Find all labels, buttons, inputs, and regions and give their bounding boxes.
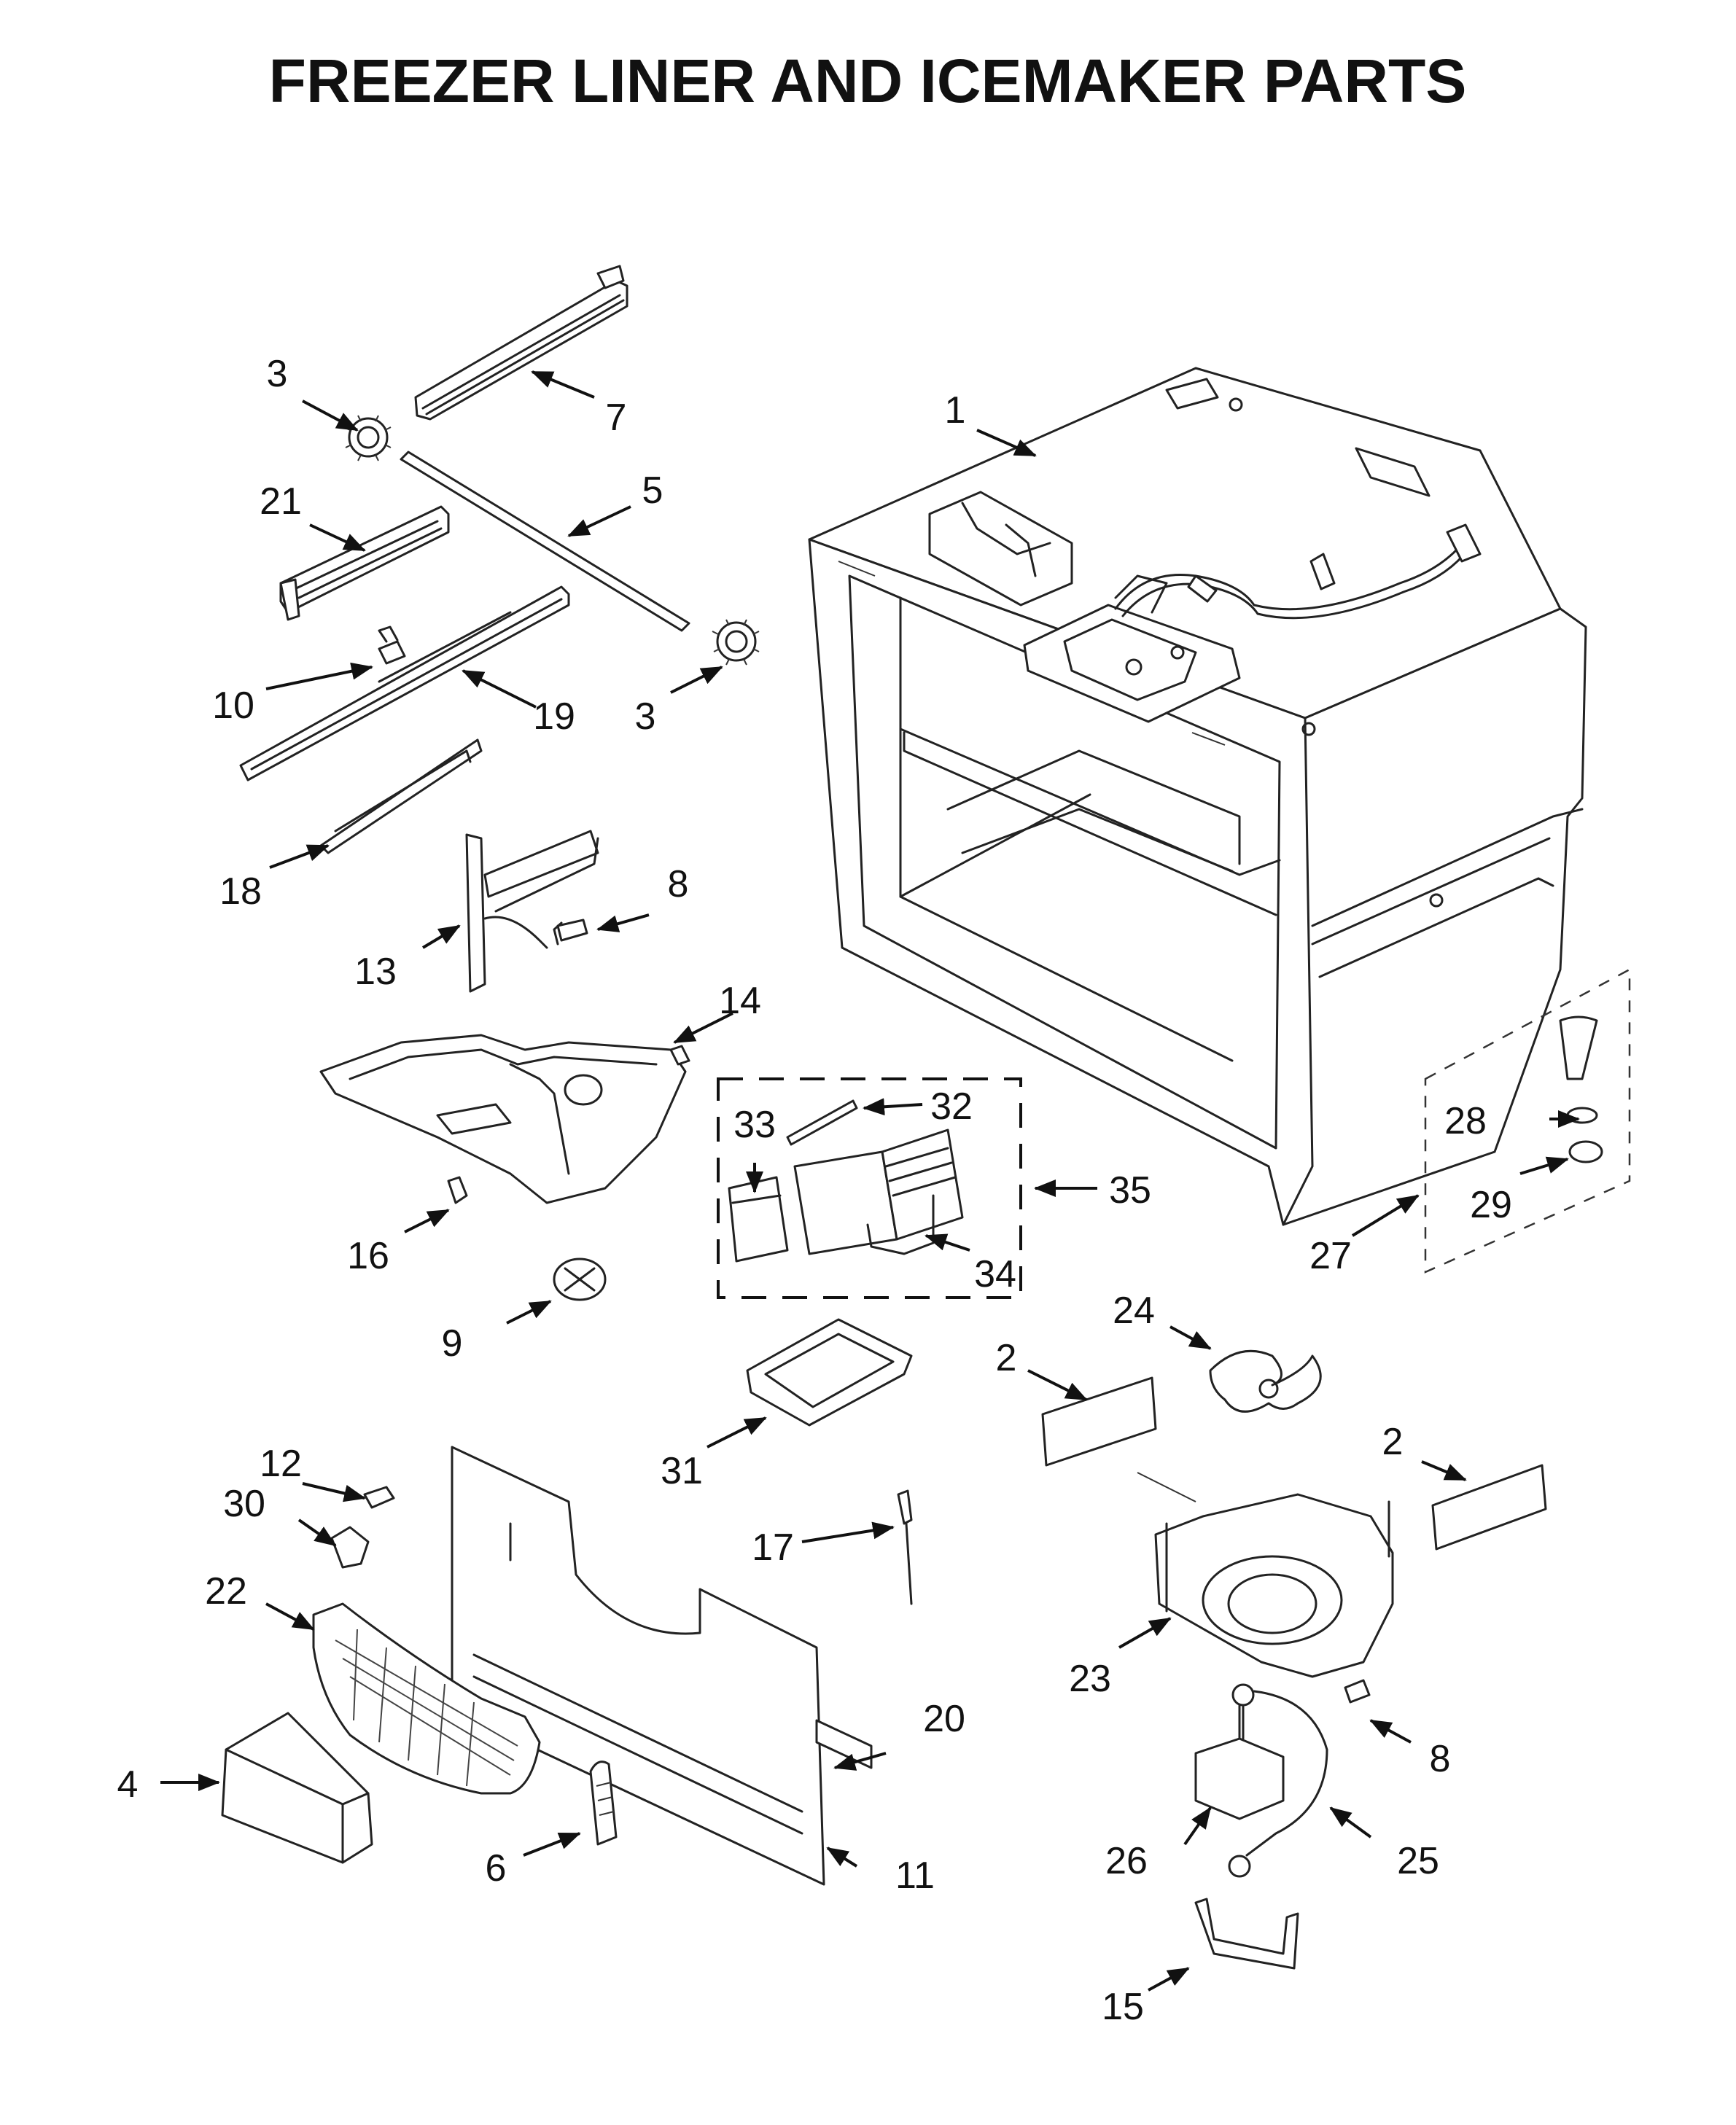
pad-part-2-right <box>1431 1464 1547 1551</box>
slide-part-18 <box>319 738 483 854</box>
callout-13: 13 <box>354 951 397 993</box>
callout-arrows <box>160 370 1580 1992</box>
fan-blade-part-24 <box>1209 1349 1322 1413</box>
part-30 <box>330 1526 370 1569</box>
screw-part-10 <box>378 625 406 665</box>
callout-35: 35 <box>1109 1169 1151 1212</box>
callout-33: 33 <box>733 1104 776 1146</box>
callout-1: 1 <box>945 389 966 432</box>
part-9 <box>553 1258 607 1301</box>
callout-labels: 1 2 2 3 3 4 5 6 7 8 8 9 10 11 12 13 14 1… <box>117 353 1512 2028</box>
bracket-part-21 <box>279 505 450 621</box>
motor-part-26 <box>1194 1683 1285 1878</box>
rail-part-7 <box>414 265 628 421</box>
callout-14: 14 <box>719 980 761 1022</box>
icemaker-assembly-part-35 <box>717 1077 1022 1299</box>
callout-21: 21 <box>260 480 302 523</box>
callout-22: 22 <box>205 1570 247 1613</box>
callout-3-upper: 3 <box>267 353 288 395</box>
callout-20: 20 <box>923 1698 965 1740</box>
part-17 <box>897 1489 913 1605</box>
callout-34: 34 <box>974 1253 1016 1295</box>
wire-part-25 <box>1245 1690 1328 1857</box>
callout-32: 32 <box>930 1085 973 1128</box>
bracket-part-13 <box>465 830 599 993</box>
callout-18: 18 <box>219 870 262 913</box>
screw-part-12 <box>363 1486 395 1509</box>
ice-bin-part-14 <box>319 1034 690 1204</box>
part-16 <box>447 1176 468 1204</box>
shaft-part-5 <box>400 451 690 632</box>
callout-4: 4 <box>117 1763 139 1806</box>
callout-25: 25 <box>1397 1840 1439 1882</box>
callout-17: 17 <box>752 1527 794 1569</box>
callout-5: 5 <box>642 469 663 512</box>
freezer-liner-part-1 <box>808 367 1587 1226</box>
callout-16: 16 <box>347 1235 389 1277</box>
screw-part-8-lower <box>1344 1679 1371 1704</box>
callout-8-upper: 8 <box>668 863 689 905</box>
panel-part-11 <box>451 1446 825 1886</box>
cover-part-4 <box>221 1712 373 1864</box>
callout-2-right: 2 <box>1382 1421 1404 1463</box>
callout-7: 7 <box>606 397 627 439</box>
callout-26: 26 <box>1105 1840 1148 1882</box>
callout-27: 27 <box>1309 1235 1352 1277</box>
gear-part-3-upper <box>343 415 392 461</box>
callout-3-lower: 3 <box>635 695 656 738</box>
page-title: FREEZER LINER AND ICEMAKER PARTS <box>269 47 1467 115</box>
screw-part-8-upper <box>553 919 588 945</box>
callout-23: 23 <box>1069 1658 1111 1700</box>
callout-10: 10 <box>212 685 254 727</box>
ice-tray-part-31 <box>746 1318 913 1427</box>
callout-2-left: 2 <box>996 1337 1017 1379</box>
callout-30: 30 <box>223 1483 265 1525</box>
gear-part-3-lower <box>712 619 760 666</box>
callout-31: 31 <box>661 1450 703 1492</box>
callout-24: 24 <box>1113 1290 1155 1332</box>
fan-shroud-part-23 <box>1137 1472 1394 1678</box>
slide-part-19 <box>239 585 570 781</box>
callout-9: 9 <box>442 1322 463 1365</box>
strip-part-20 <box>815 1719 873 1769</box>
callout-8-lower: 8 <box>1430 1738 1451 1780</box>
grille-part-22 <box>312 1602 541 1795</box>
pad-part-2-left <box>1041 1376 1157 1467</box>
bracket-part-15 <box>1194 1898 1299 1970</box>
callout-15: 15 <box>1102 1986 1144 2028</box>
callout-19: 19 <box>533 695 575 738</box>
callout-11: 11 <box>895 1855 935 1897</box>
callout-6: 6 <box>486 1847 507 1890</box>
callout-12: 12 <box>260 1443 302 1485</box>
callout-29: 29 <box>1470 1184 1512 1226</box>
callout-28: 28 <box>1444 1100 1487 1142</box>
part-6 <box>589 1761 618 1846</box>
